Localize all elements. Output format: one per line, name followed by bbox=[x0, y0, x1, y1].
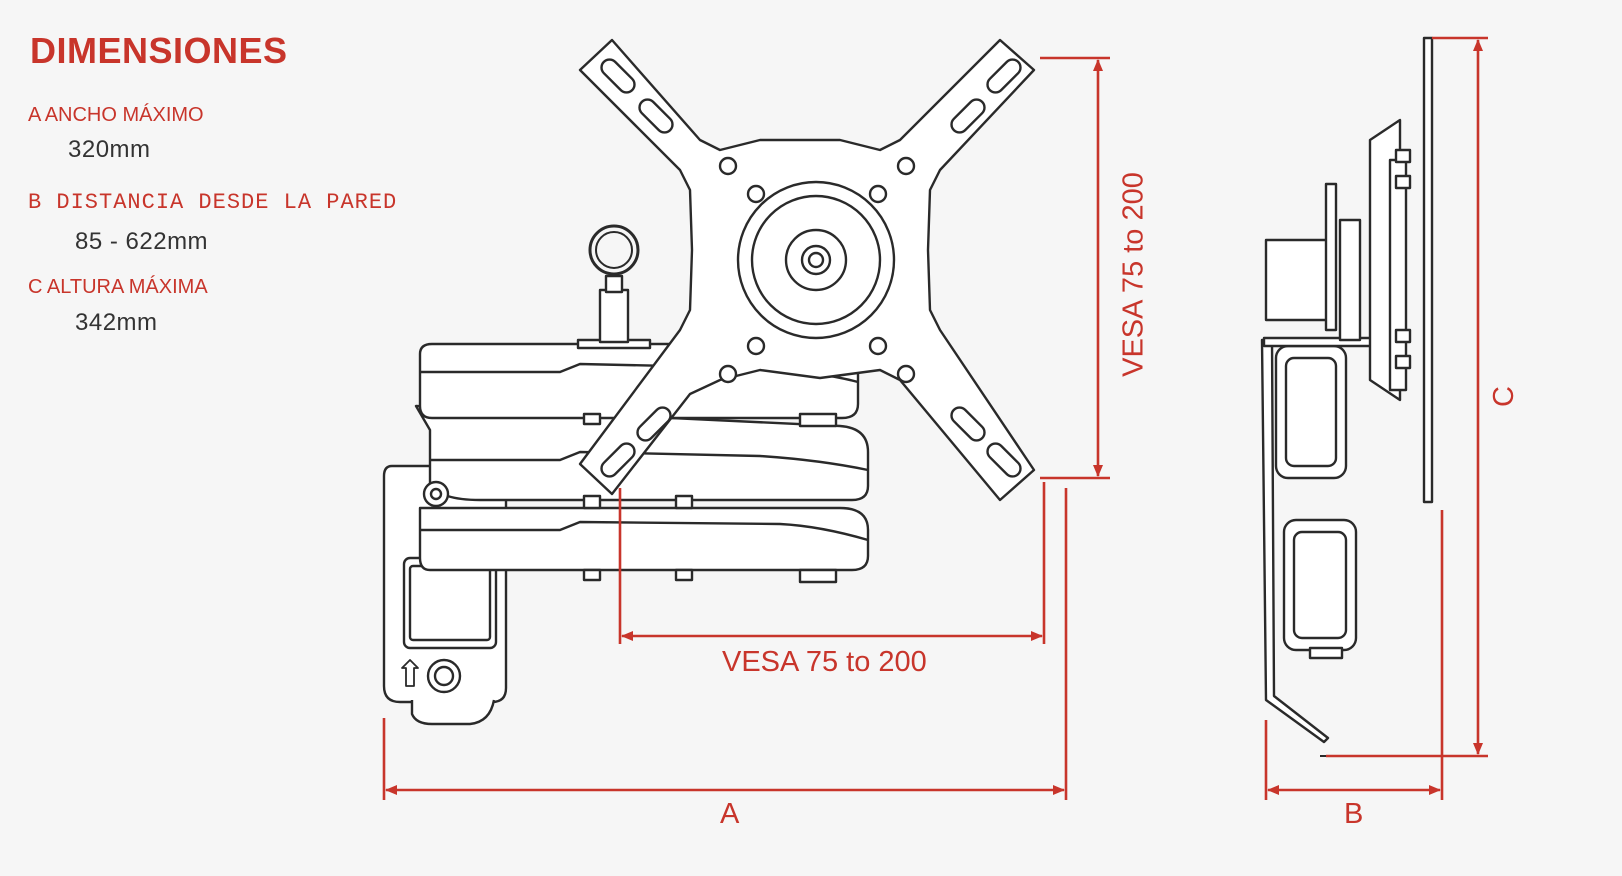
dimension-a-label: A bbox=[720, 798, 740, 830]
tilt-knob bbox=[576, 224, 652, 350]
dimension-b-label: B bbox=[1344, 798, 1364, 830]
side-view bbox=[1260, 36, 1434, 757]
dimension-c-label: C bbox=[1487, 386, 1520, 407]
spec-a-label: A ANCHO MÁXIMO bbox=[28, 104, 204, 126]
spec-b-value: 85 - 622mm bbox=[75, 228, 209, 255]
spec-c-value: 342mm bbox=[75, 309, 158, 336]
page-title: DIMENSIONES bbox=[30, 30, 288, 71]
side-tv-plate bbox=[1422, 36, 1434, 504]
wall-plate bbox=[382, 464, 508, 726]
spec-a-value: 320mm bbox=[68, 136, 151, 163]
vesa-vertical-label: VESA 75 to 200 bbox=[1117, 172, 1150, 377]
vesa-horizontal-label: VESA 75 to 200 bbox=[722, 646, 927, 678]
front-view bbox=[382, 38, 1036, 726]
spec-c-label: C ALTURA MÁXIMA bbox=[28, 276, 208, 298]
vesa-bracket bbox=[578, 38, 1036, 502]
dimension-lines bbox=[382, 36, 1488, 800]
spec-b-label: B DISTANCIA DESDE LA PARED bbox=[28, 190, 398, 215]
lower-arm bbox=[418, 506, 870, 584]
